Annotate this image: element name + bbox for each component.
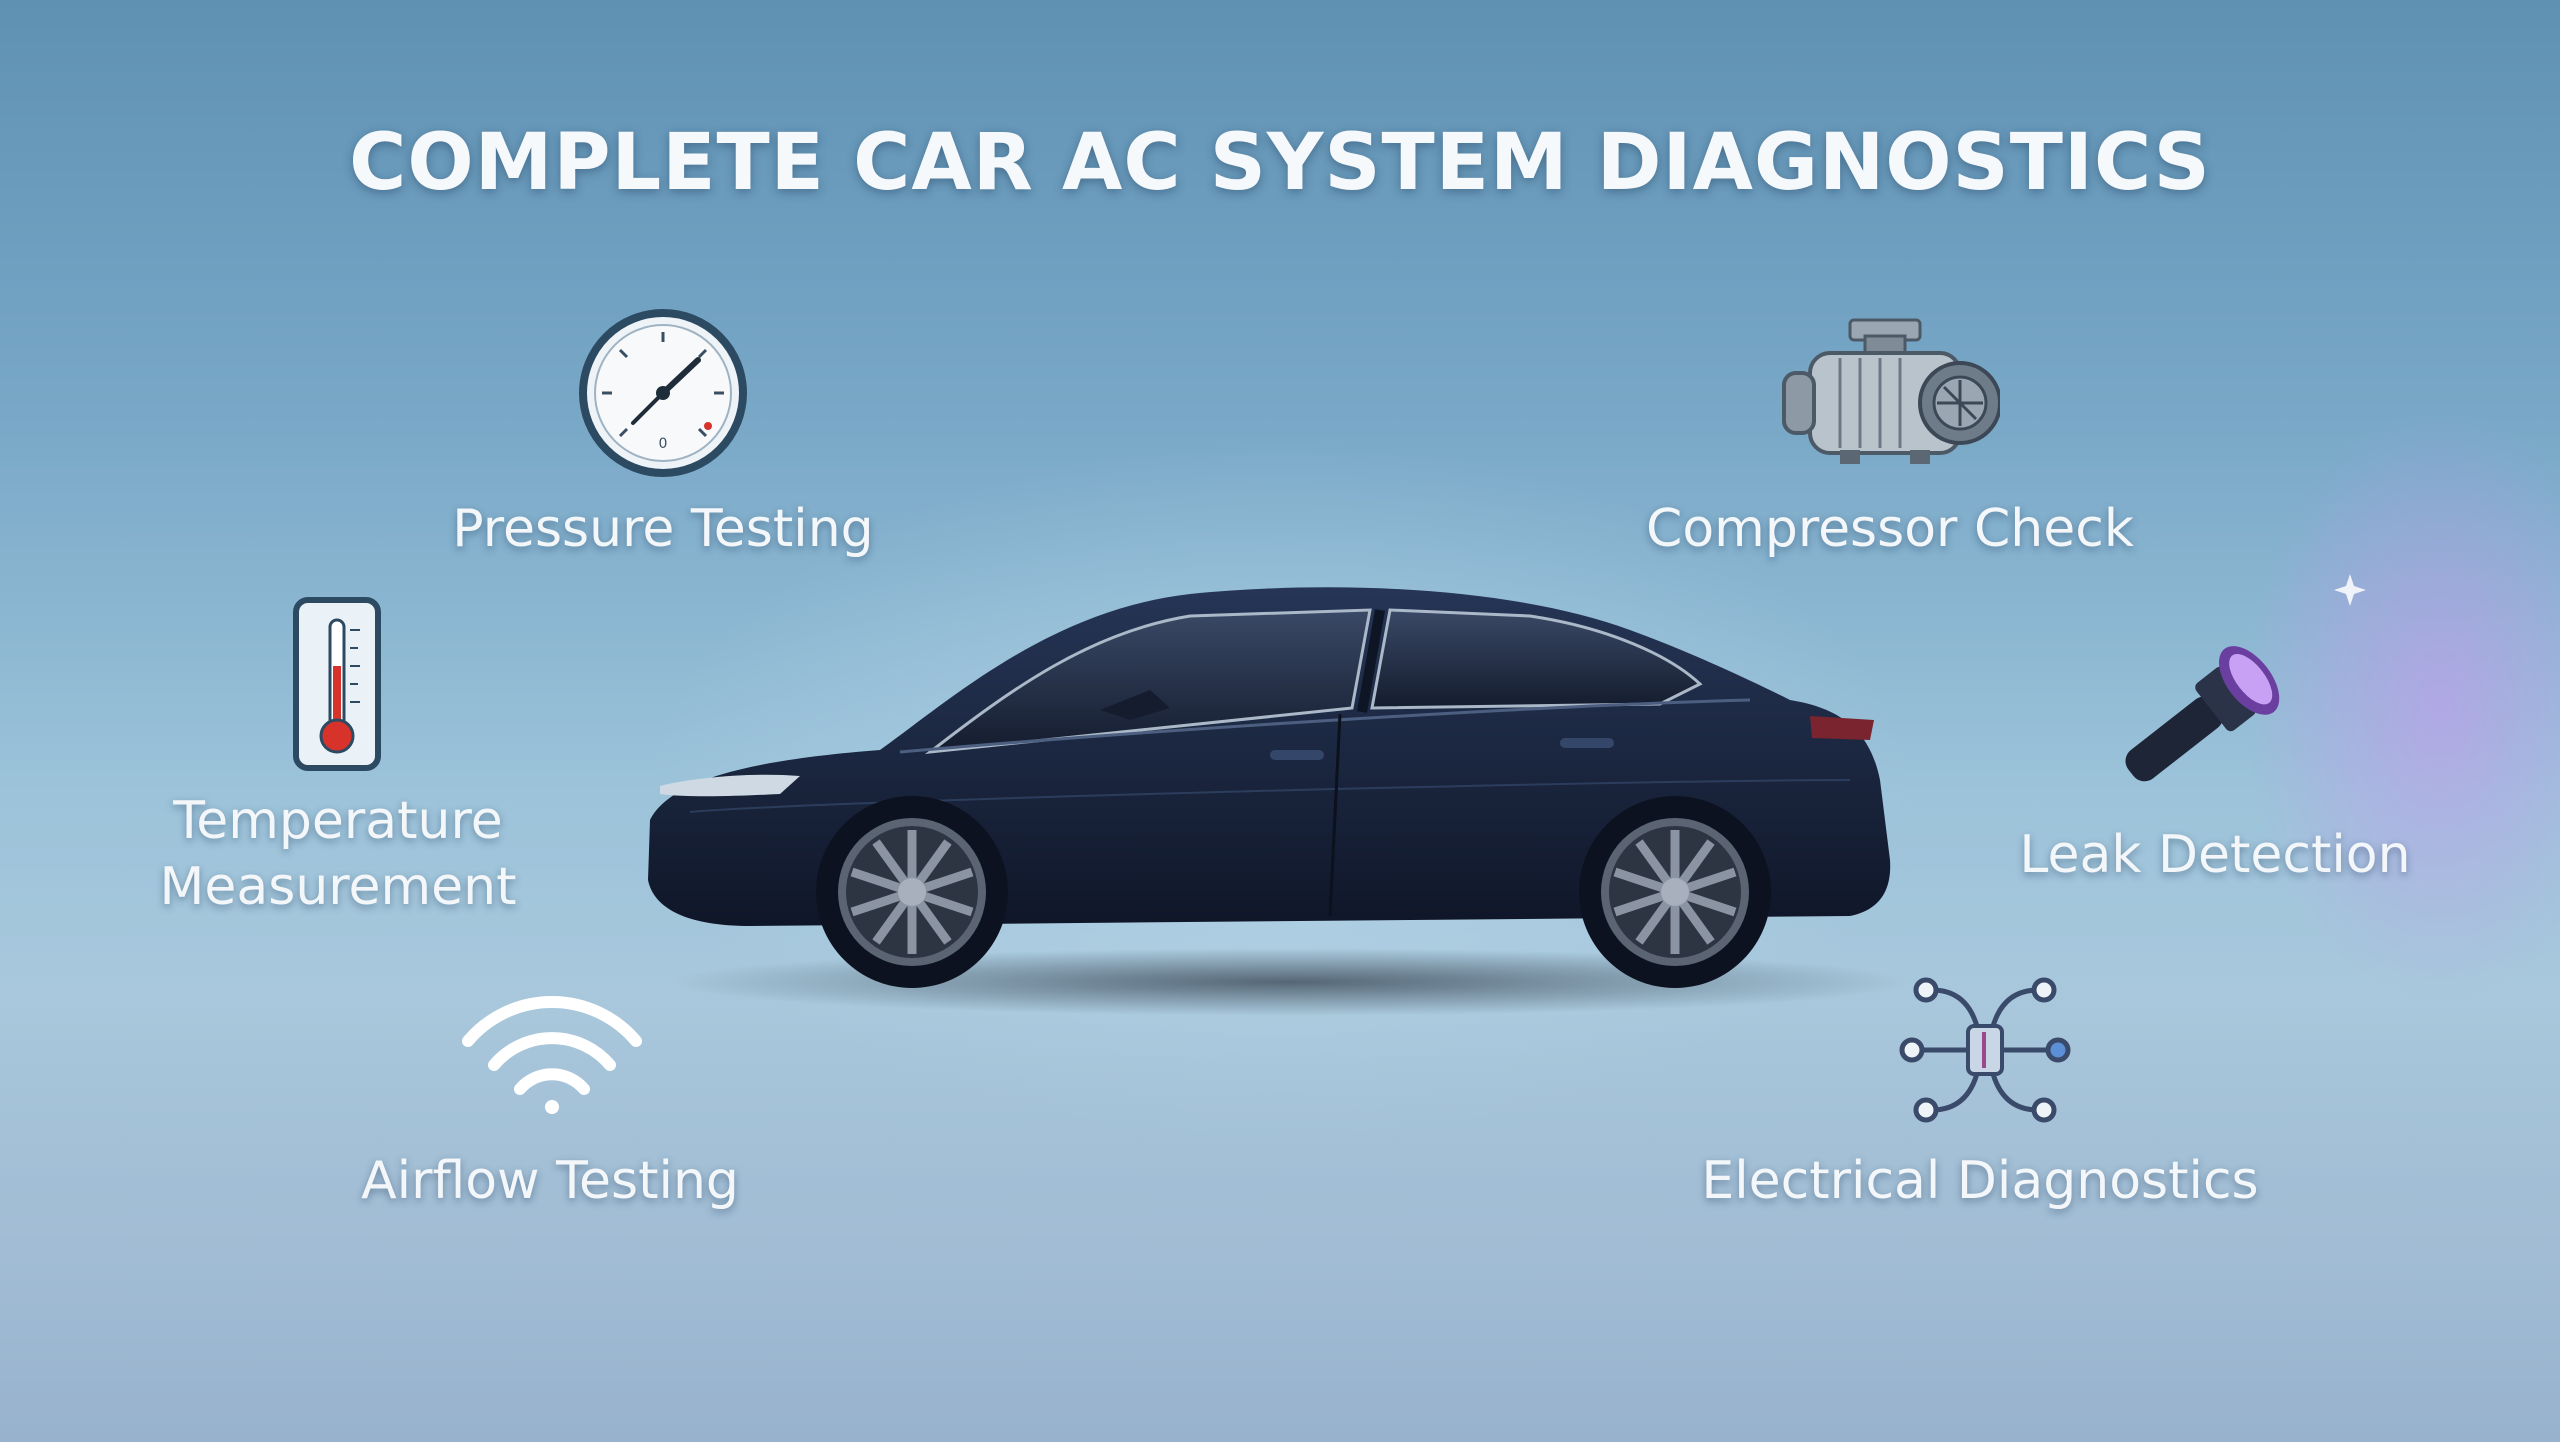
pressure-gauge-icon: 0 [579, 309, 747, 477]
thermometer-icon [293, 597, 381, 771]
temperature-label-line1: Temperature [173, 791, 503, 851]
compressor-check-label: Compressor Check [1646, 499, 2134, 559]
leak-detection-label: Leak Detection [2019, 825, 2411, 885]
temperature-label-line2: Measurement [159, 857, 517, 917]
sparkle-icon [2334, 574, 2366, 606]
uv-flashlight-icon [2125, 646, 2280, 782]
electrical-diagnostics-label: Electrical Diagnostics [1701, 1151, 2259, 1211]
car-illustration [648, 587, 1910, 1016]
pressure-testing-label: Pressure Testing [452, 499, 874, 559]
page-title: COMPLETE CAR AC SYSTEM DIAGNOSTICS [349, 118, 2211, 208]
wifi-airflow-icon [462, 996, 642, 1114]
compressor-icon [1782, 318, 2000, 464]
airflow-testing-label: Airflow Testing [361, 1151, 739, 1211]
circuit-icon [1899, 977, 2071, 1123]
temperature-measurement-label: Temperature Measurement [138, 788, 538, 920]
svg-text:0: 0 [659, 436, 668, 452]
